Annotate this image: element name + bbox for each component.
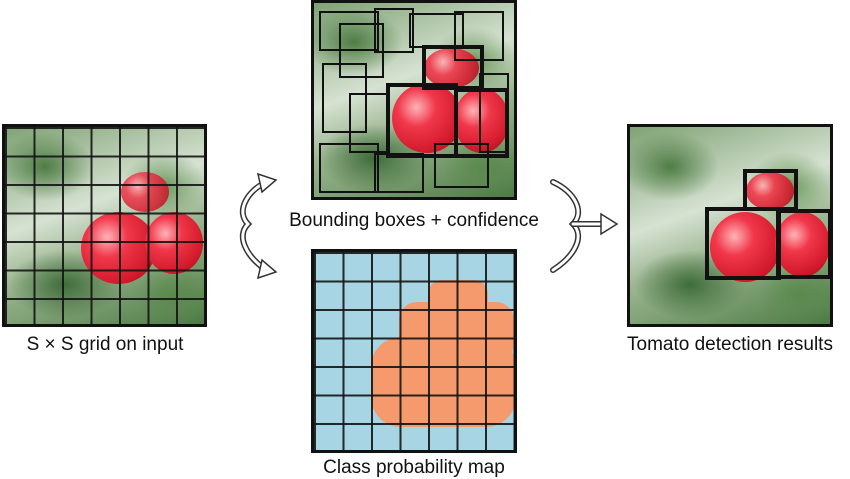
result-tomato-left bbox=[710, 212, 780, 282]
input-grid-caption: S × S grid on input bbox=[26, 334, 184, 355]
split-arrow-icon bbox=[239, 172, 278, 280]
class-grid-lines bbox=[314, 252, 514, 450]
result-tomato-top bbox=[746, 172, 794, 210]
bbox-candidate bbox=[374, 8, 414, 53]
class-map-caption: Class probability map bbox=[323, 457, 505, 478]
bbox-candidate bbox=[319, 11, 379, 51]
merge-arrow-icon bbox=[550, 179, 619, 273]
bbox-tomato-left bbox=[392, 83, 462, 153]
bbox-candidate bbox=[322, 63, 367, 133]
bbox-candidate bbox=[319, 143, 379, 193]
bounding-boxes-panel bbox=[311, 0, 517, 200]
class-probability-panel bbox=[311, 249, 517, 453]
result-box-right bbox=[776, 209, 830, 279]
bbox-candidate bbox=[339, 23, 384, 78]
input-grid-lines bbox=[5, 127, 204, 324]
bounding-boxes-caption: Bounding boxes + confidence bbox=[289, 210, 539, 231]
input-grid-panel bbox=[2, 124, 207, 327]
detection-results-panel bbox=[627, 124, 833, 327]
bbox-high-confidence bbox=[454, 88, 509, 158]
bbox-tomato-right bbox=[454, 88, 509, 153]
bbox-candidate bbox=[434, 143, 489, 188]
bbox-candidate bbox=[454, 11, 504, 61]
bbox-candidate bbox=[374, 153, 424, 193]
result-box-top bbox=[743, 169, 798, 211]
results-caption: Tomato detection results bbox=[627, 334, 833, 355]
bbox-tomato-top bbox=[424, 48, 479, 88]
bbox-high-confidence bbox=[386, 83, 458, 158]
bbox-high-confidence bbox=[422, 45, 484, 90]
result-box-left bbox=[705, 207, 781, 280]
result-tomato-right bbox=[775, 212, 830, 277]
